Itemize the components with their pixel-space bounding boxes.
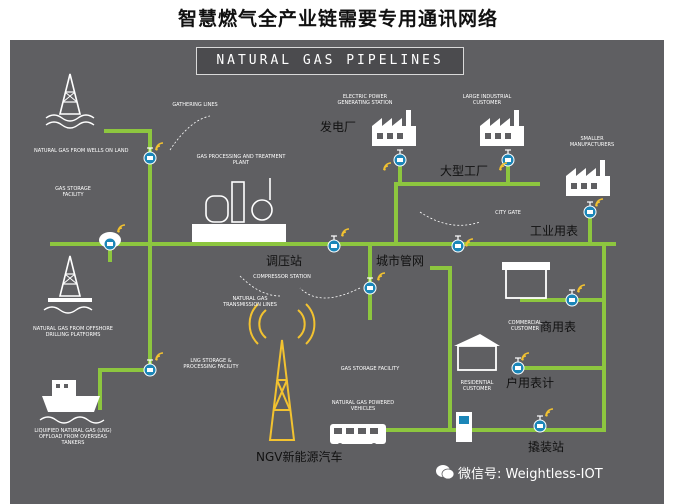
label-commercial-meter: 商用表	[540, 320, 577, 334]
caption-city-gate: CITY GATE	[495, 210, 521, 216]
label-filling-station: 撬装站	[528, 440, 565, 454]
caption-wells: NATURAL GAS FROM WELLS ON LAND	[34, 148, 129, 154]
oil-derrick-icon	[45, 73, 95, 129]
caption-residential: RESIDENTIAL CUSTOMER	[460, 380, 494, 392]
caption-processing: GAS PROCESSING AND TREATMENT PLANT	[196, 154, 286, 166]
label-power-plant: 发电厂	[320, 120, 357, 134]
caption-smaller: SMALLER MANUFACTURERS	[569, 136, 615, 148]
tanker-ship-icon	[39, 380, 105, 424]
bus-icon	[330, 424, 386, 449]
caption-electric: ELECTRIC POWER GENERATING STATION	[337, 94, 393, 106]
lng-pipe	[98, 244, 152, 410]
caption-storage-facility: GAS STORAGE FACILITY	[55, 186, 91, 198]
label-household-meter: 户用表计	[506, 376, 555, 390]
label-industrial-meter: 工业用表	[530, 224, 579, 238]
page-title: 智慧燃气全产业链需要专用通讯网络	[177, 8, 498, 30]
caption-vehicles: NATURAL GAS POWERED VEHICLES	[331, 400, 395, 412]
offshore-platform-icon	[43, 255, 93, 314]
annotation-lines	[169, 115, 481, 299]
label-city-network: 城市管网	[376, 254, 425, 268]
caption-transmission: NATURAL GAS TRANSMISSION LINES	[223, 296, 277, 308]
label-ngv: NGV新能源汽车	[256, 450, 343, 464]
wechat-icon	[436, 465, 454, 480]
city-pipe	[520, 244, 606, 432]
caption-gathering: GATHERING LINES	[172, 102, 218, 108]
footer-wechat-id: 微信号: Weightless-IOT	[458, 467, 603, 482]
processing-plant-icon	[192, 178, 286, 242]
label-regulator-station: 调压站	[266, 254, 303, 268]
house-icon	[454, 334, 500, 371]
caption-lng-offload: LIQUIFIED NATURAL GAS (LNG) OFFLOAD FROM…	[34, 428, 112, 446]
gathering-pipe	[104, 129, 152, 244]
caption-lng-storage: LNG STORAGE & PROCESSING FACILITY	[183, 358, 239, 370]
label-large-factory: 大型工厂	[440, 164, 489, 178]
store-icon	[502, 262, 550, 299]
caption-industrial: LARGE INDUSTRIAL CUSTOMER	[462, 94, 512, 106]
caption-commercial: COMMERCIAL CUSTOMER	[508, 320, 542, 332]
caption-offshore: NATURAL GAS FROM OFFSHORE DRILLING PLATF…	[33, 326, 113, 338]
caption-compressor: COMPRESSOR STATION	[253, 274, 311, 280]
radio-tower-icon	[248, 303, 316, 441]
caption-gas-storage-mid: GAS STORAGE FACILITY	[340, 366, 400, 372]
industrial-branch-pipe	[394, 182, 540, 244]
fuel-pump-icon	[456, 412, 472, 442]
banner-title: NATURAL GAS PIPELINES	[196, 47, 464, 75]
